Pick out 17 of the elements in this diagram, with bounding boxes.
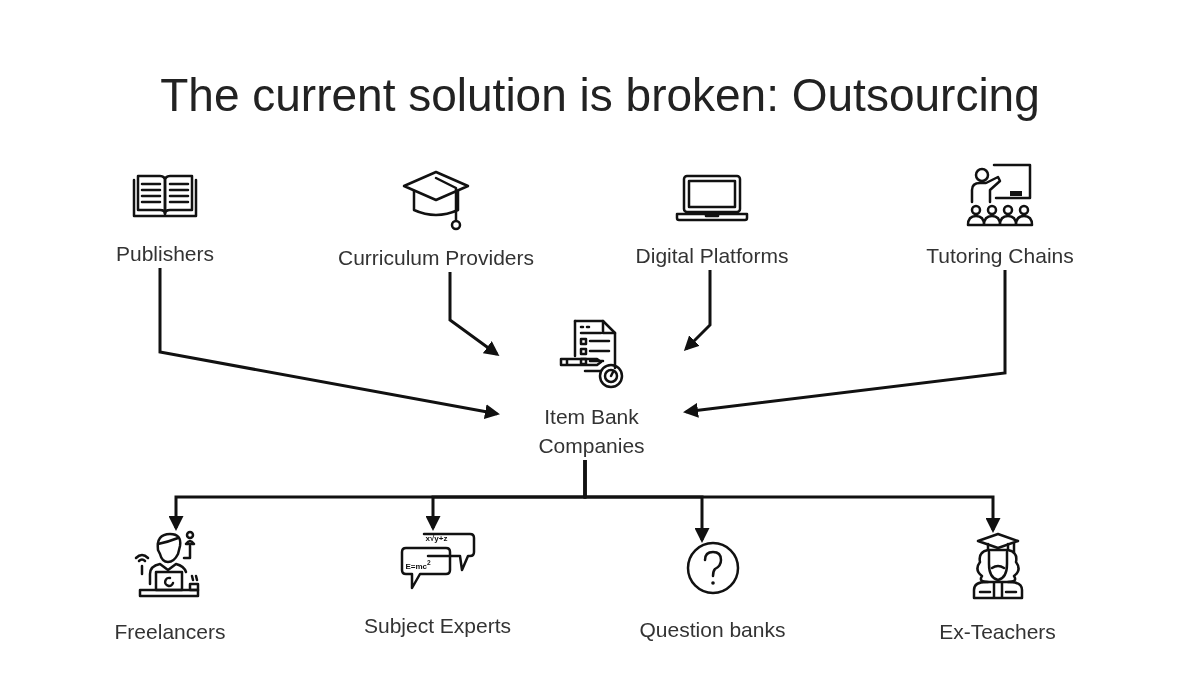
formula-text: x√y+z (425, 535, 448, 543)
formula-text: E=mc$^{2}$ (405, 560, 431, 571)
node-label: Subject Experts (363, 612, 512, 639)
node-label: Question banks (639, 616, 786, 643)
arrow (448, 272, 500, 356)
arrow (158, 268, 500, 419)
node-label: Item Bank Companies (537, 404, 646, 459)
arrow (683, 270, 1007, 418)
node-label: Digital Platforms (635, 242, 789, 269)
node-label: Ex-Teachers (939, 618, 1056, 645)
node-label: Tutoring Chains (926, 242, 1074, 269)
node-label: Freelancers (114, 618, 226, 645)
node-label: Curriculum Providers (337, 244, 534, 271)
title: The current solution is broken: Outsourcing (159, 68, 1041, 122)
arrow (583, 460, 1001, 533)
node-label: Publishers (115, 240, 215, 267)
arrow (683, 270, 712, 352)
